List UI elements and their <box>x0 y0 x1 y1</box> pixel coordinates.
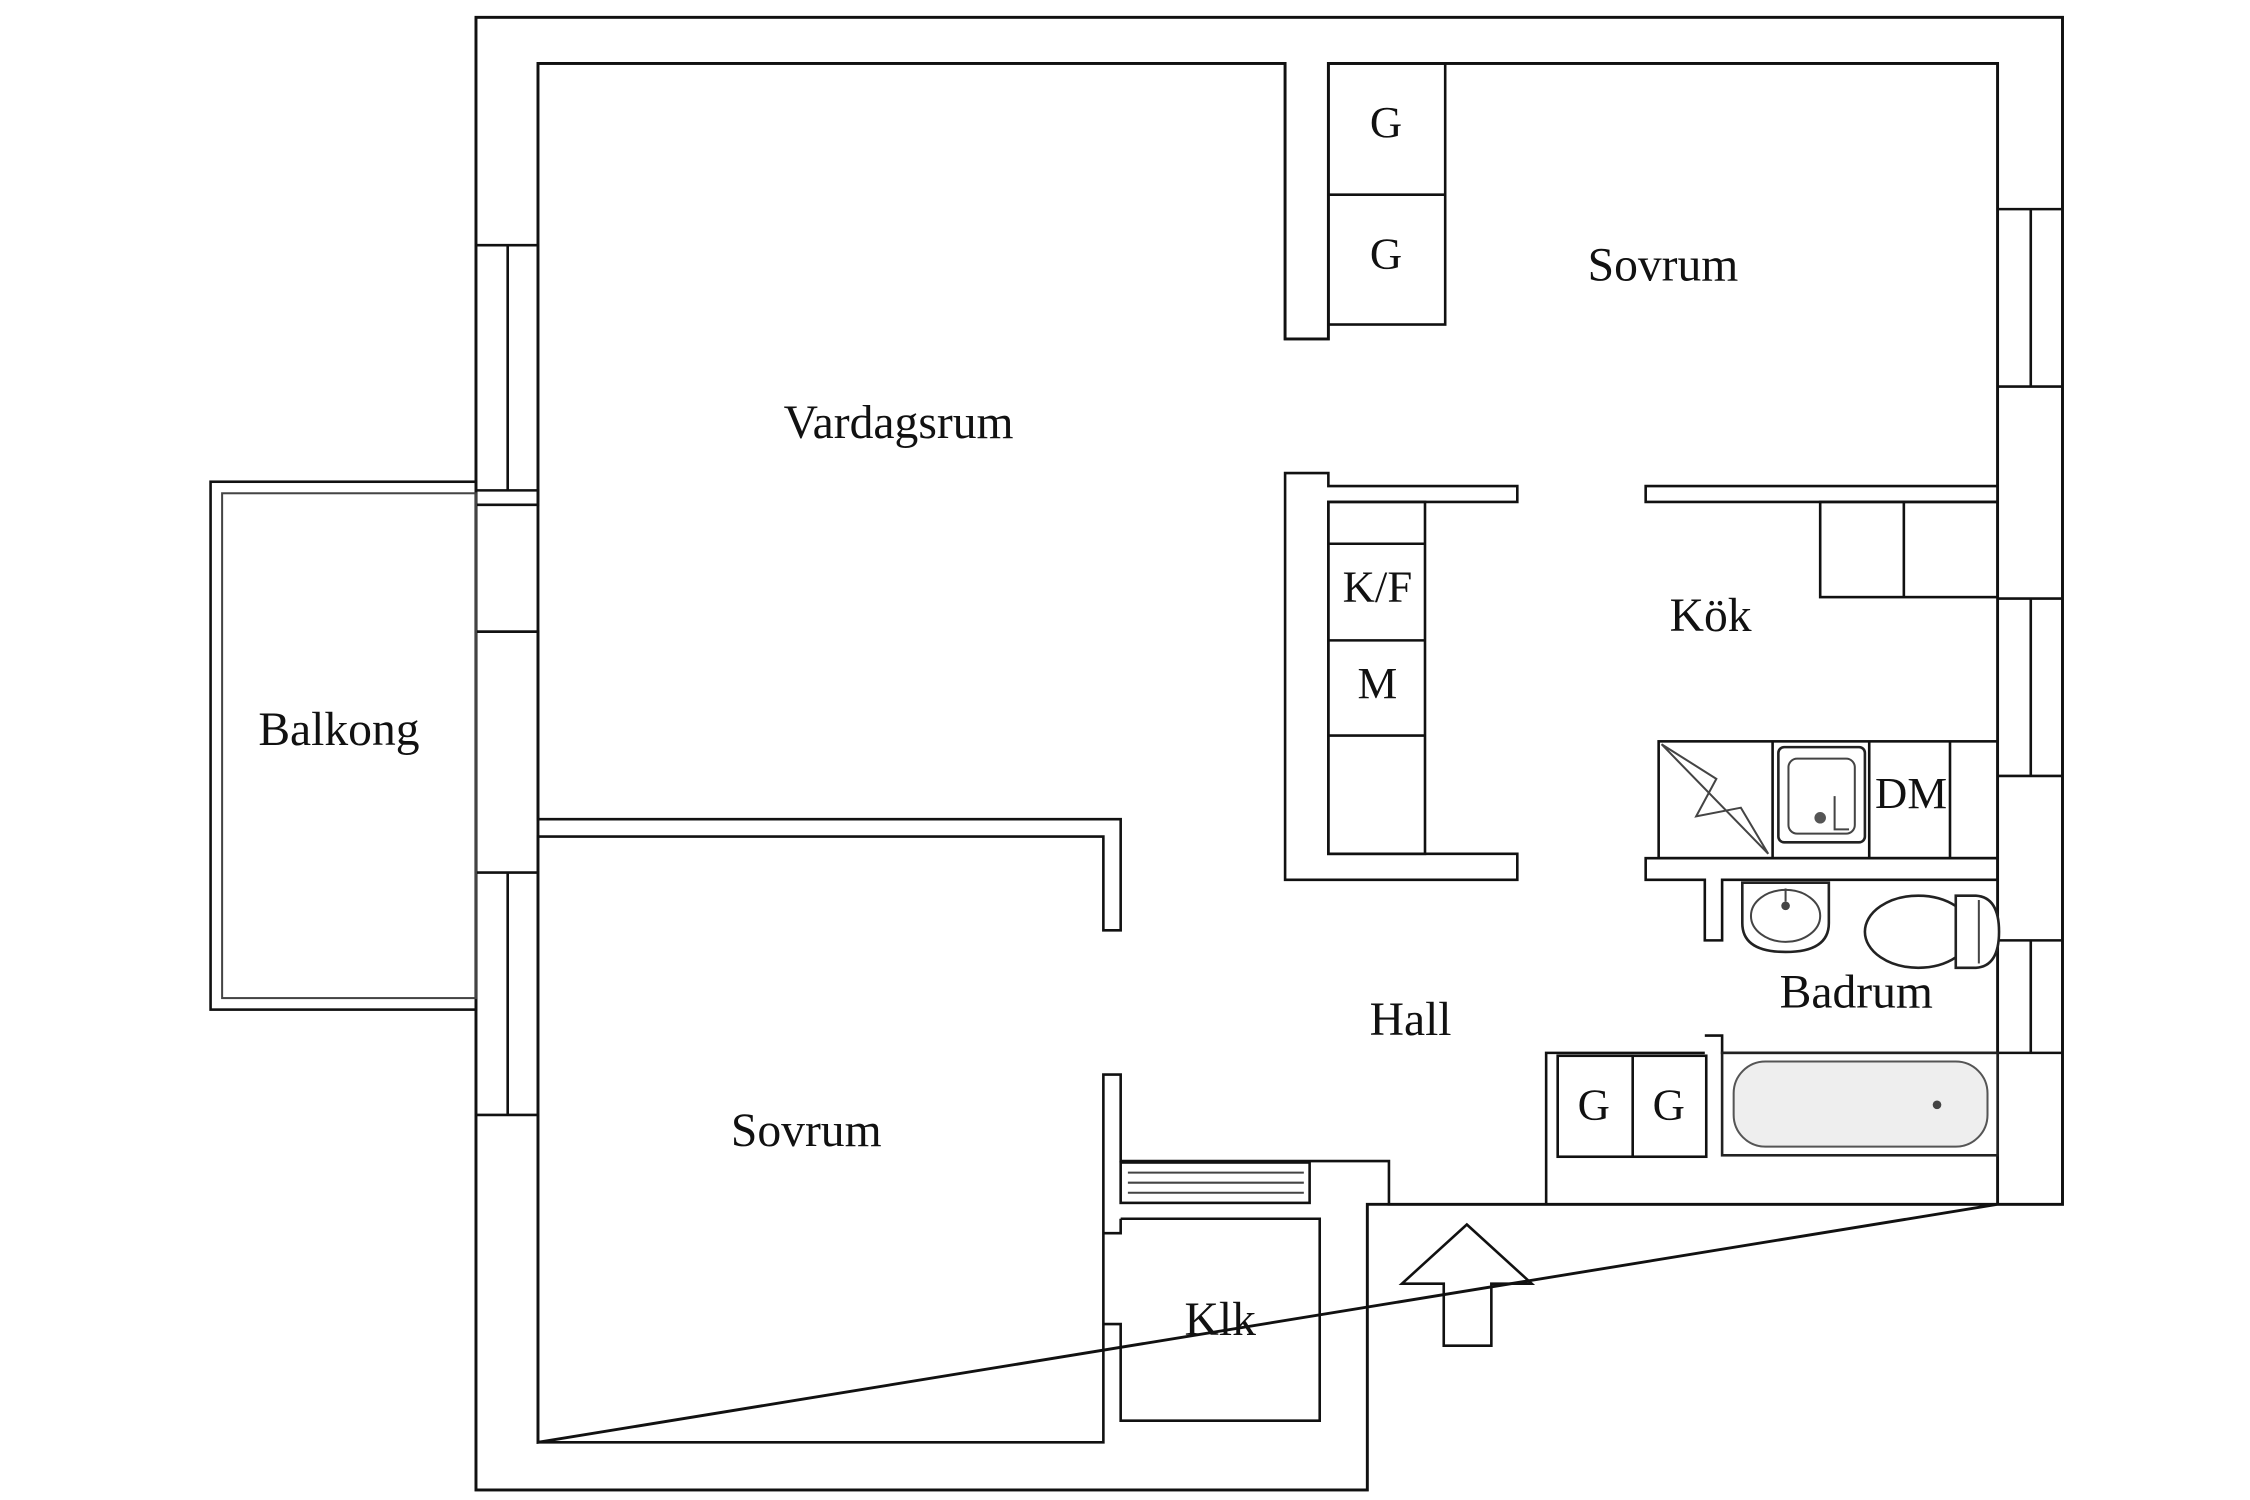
room-label-vardagsrum: Vardagsrum <box>784 397 1014 449</box>
fixture-label-bath-wardrobe-2: G <box>1653 1079 1685 1129</box>
fixture-label-wardrobe-2: G <box>1370 228 1402 278</box>
kitchen-counter <box>1657 740 1999 860</box>
radiator <box>1119 1161 1311 1205</box>
room-label-sovrum-bottom: Sovrum <box>731 1105 882 1157</box>
room-label-sovrum-top: Sovrum <box>1588 240 1739 292</box>
room-label-klk: Klk <box>1185 1294 1257 1346</box>
bathroom-fixtures <box>1556 881 2001 1159</box>
kitchen-cabinets-left <box>1327 500 1427 856</box>
fixture-label-microwave: M <box>1358 658 1398 708</box>
balcony <box>209 480 478 1011</box>
fixture-label-wardrobe-1: G <box>1370 97 1402 147</box>
toilet-icon <box>1863 894 2001 970</box>
room-label-badrum: Badrum <box>1780 967 1933 1019</box>
fixture-label-dishwasher: DM <box>1875 768 1947 818</box>
washbasin-icon <box>1741 881 1831 954</box>
room-label-balkong: Balkong <box>258 704 419 756</box>
kitchen-cabinets-right <box>1818 500 1999 599</box>
entrance-arrow-icon <box>1398 1222 1536 1347</box>
fixture-label-fridge-freezer: K/F <box>1343 562 1413 612</box>
fixture-label-bath-wardrobe-1: G <box>1578 1079 1610 1129</box>
sink-icon <box>1777 745 1867 844</box>
bathtub-icon <box>1720 1051 1999 1157</box>
room-label-hall: Hall <box>1370 994 1452 1046</box>
room-label-kok: Kök <box>1670 590 1752 642</box>
wardrobes-top <box>1327 62 1447 326</box>
stove-icon <box>1660 743 1770 855</box>
